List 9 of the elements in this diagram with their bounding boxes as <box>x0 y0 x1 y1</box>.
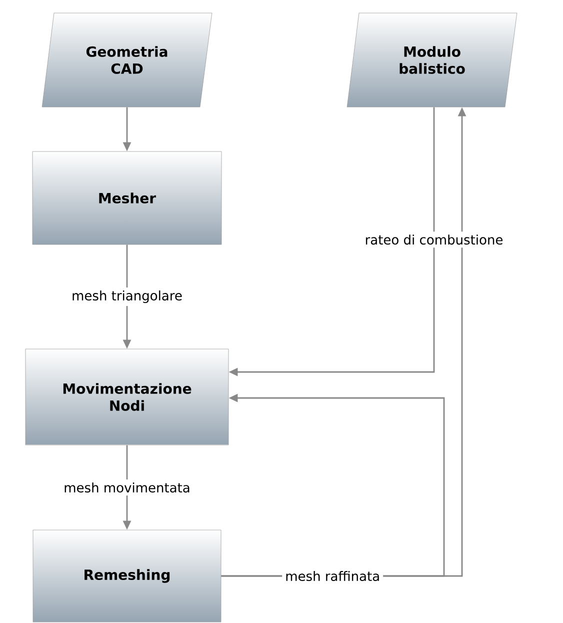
edge-label: rateo di combustione <box>362 232 506 248</box>
process-box: Movimentazione Nodi <box>25 348 229 446</box>
data-parallelogram: Modulo balistico <box>346 12 518 108</box>
data-parallelogram: Geometria CAD <box>42 12 212 108</box>
edge-label: mesh movimentata <box>60 479 194 496</box>
process-box: Remeshing <box>32 530 222 622</box>
edge-label: mesh raffinata <box>282 568 384 584</box>
process-box: Mesher <box>32 151 222 245</box>
edge-label: mesh triangolare <box>68 287 186 306</box>
